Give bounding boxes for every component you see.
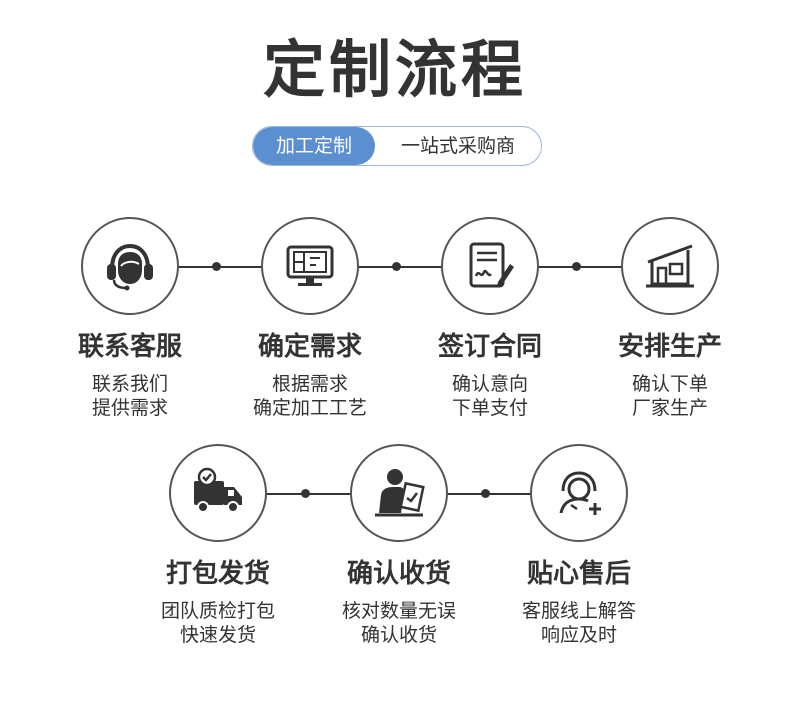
step-desc-line-1: 客服线上解答 [521,600,636,622]
monitor-icon [286,245,334,286]
step-title: 确认收货 [346,559,451,589]
headset-icon [107,243,153,291]
connector-dot [392,262,401,271]
step-title: 打包发货 [165,559,270,589]
support-user-icon [559,471,601,515]
step-desc-line-1: 联系我们 [91,373,168,395]
factory-icon [646,244,694,288]
step-title: 联系客服 [77,332,182,362]
connector-dot [481,489,490,498]
step-circle [441,217,539,315]
step-desc-line-1: 团队质检打包 [160,600,275,622]
step-title: 安排生产 [617,332,722,362]
tag-pill: 加工定制 一站式采购商 [252,126,542,166]
step-desc-line-2: 提供需求 [91,397,168,419]
step-desc-line-2: 确定加工工艺 [252,397,367,419]
step-circle [169,444,267,542]
connector-dot [572,262,581,271]
step-title: 确定需求 [257,332,362,362]
step-circle [621,217,719,315]
tag-secondary: 一站式采购商 [400,135,515,157]
step-circle [530,444,628,542]
step-desc-line-1: 确认下单 [631,373,708,395]
step-desc-line-1: 确认意向 [451,373,528,395]
step-circle [81,217,179,315]
step-desc-line-2: 确认收货 [360,624,437,646]
step-circle [350,444,448,542]
step-title: 签订合同 [437,332,542,362]
step-desc-line-2: 下单支付 [451,397,528,419]
step-desc-line-1: 核对数量无误 [341,600,456,622]
step-desc-line-2: 响应及时 [540,624,617,646]
contract-sign-icon [469,242,514,288]
step-desc-line-1: 根据需求 [271,373,348,395]
step-desc-line-2: 厂家生产 [631,397,708,419]
delivery-truck-icon [194,467,242,513]
tag-primary: 加工定制 [253,127,375,165]
step-circle [261,217,359,315]
step-desc-line-2: 快速发货 [179,624,256,646]
step-title: 贴心售后 [526,559,631,589]
connector-dot [301,489,310,498]
page-title: 定制流程 [262,33,527,106]
connector-dot [212,262,221,271]
person-checking-icon [375,469,425,517]
